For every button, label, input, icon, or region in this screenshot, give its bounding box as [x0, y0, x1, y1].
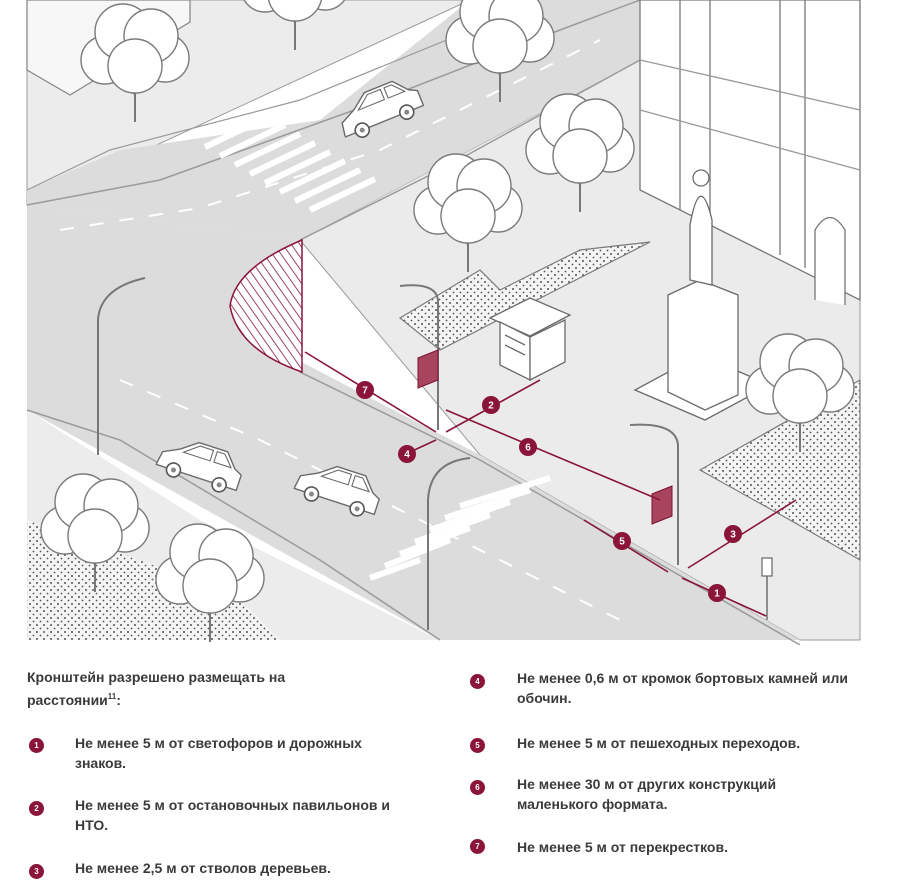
distance-marker-5: 5: [613, 532, 631, 550]
rule-number-badge: 5: [470, 738, 485, 753]
rule-text: Не менее 5 м от пешеходных переходов.: [517, 735, 801, 751]
rule-number-badge: 1: [29, 738, 44, 753]
rule-number-badge: 4: [470, 674, 485, 689]
rule-text: Не менее 5 м от перекрестков.: [517, 839, 728, 855]
billboard-icon: [417, 349, 673, 525]
legend: Кронштейн разрешено размещать на расстоя…: [0, 645, 924, 894]
distance-marker-1: 1: [708, 584, 726, 602]
rule-number-badge: 7: [470, 839, 485, 854]
distance-marker-number: 7: [362, 386, 368, 397]
rule-number-badge: 6: [470, 780, 485, 795]
distance-marker-6: 6: [519, 438, 537, 456]
kiosk-icon: [488, 297, 572, 382]
rule-text: Не менее 5 м от светофоров и дорожных зн…: [75, 735, 362, 771]
footnote-ref: 11: [107, 692, 117, 701]
intersection-hatched-zone: [229, 238, 303, 374]
distance-markers: 1 2 3 4 5 6 7: [356, 381, 742, 602]
distance-marker-number: 1: [714, 589, 720, 600]
building: [639, 0, 861, 305]
distance-marker-number: 4: [404, 450, 410, 461]
rule-text: Не менее 5 м от остановочных павильонов …: [75, 797, 390, 833]
monument-icon: [633, 169, 772, 421]
distance-marker-4: 4: [398, 445, 416, 463]
legend-intro: Кронштейн разрешено размещать на расстоя…: [27, 667, 347, 710]
distance-marker-number: 2: [488, 401, 494, 412]
distance-marker-2: 2: [482, 396, 500, 414]
intro-text: Кронштейн разрешено размещать на расстоя…: [27, 669, 286, 708]
distance-marker-number: 5: [619, 537, 625, 548]
street-scene-illustration: 1 2 3 4 5 6 7: [26, 0, 861, 645]
rule-text: Не менее 30 м от других конструкций мале…: [517, 776, 777, 812]
rule-text: Не менее 2,5 м от стволов деревьев.: [75, 860, 331, 876]
distance-marker-number: 3: [730, 530, 736, 541]
rule-number-badge: 2: [29, 801, 44, 816]
street-lamp-icon: [97, 277, 679, 630]
intro-colon: :: [116, 692, 121, 708]
distance-marker-3: 3: [724, 525, 742, 543]
road-sign-icon: [761, 557, 773, 620]
distance-marker-number: 6: [525, 443, 531, 454]
rule-text: Не менее 0,6 м от кромок бортовых камней…: [517, 670, 848, 706]
distance-marker-7: 7: [356, 381, 374, 399]
rule-number-badge: 3: [29, 864, 44, 879]
